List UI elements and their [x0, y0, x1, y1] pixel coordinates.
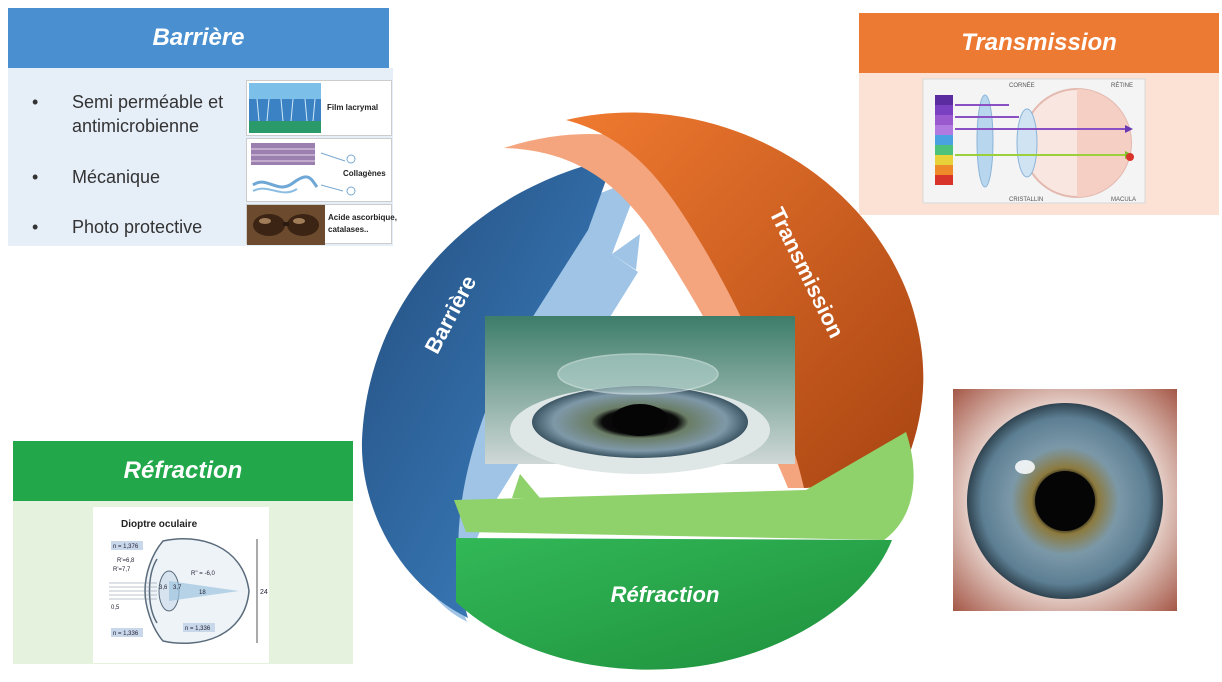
- refraction-ribbon-light: [454, 432, 914, 540]
- macula-label: MACULA: [1111, 197, 1136, 203]
- cornee-label: CORNÉE: [1009, 82, 1035, 89]
- collagen-label: Collagènes: [343, 169, 386, 178]
- transmission-panel-title: Transmission: [961, 29, 1117, 56]
- radius-label-2: R'=7,7: [113, 567, 131, 573]
- bullet-marker: •: [32, 217, 39, 237]
- iris-closeup-photo: [953, 389, 1177, 611]
- transmission-panel-header: Transmission: [859, 13, 1219, 73]
- barriere-panel-header: Barrière: [8, 8, 389, 68]
- tear-film-label: Film lacrymal: [327, 103, 379, 112]
- collagen-thumbnail: Collagènes: [246, 138, 392, 202]
- bullet-text: Semi perméable et: [72, 92, 224, 112]
- refraction-index-vitreous: n = 1,336: [185, 626, 211, 632]
- distance-label-2: 3,6: [159, 585, 168, 591]
- bullet-text: antimicrobienne: [72, 116, 200, 136]
- barriere-panel-body: • Semi perméable et antimicrobienne • Mé…: [8, 68, 397, 246]
- sunglasses-illustration: [247, 205, 325, 245]
- transmission-panel-body: CORNÉE RÉTINE CRISTALLIN MACULA: [859, 73, 1219, 215]
- retine-label: RÉTINE: [1111, 82, 1133, 89]
- distance-label-3: 3,7: [173, 585, 182, 591]
- refraction-index-aqueous: n = 1,336: [113, 631, 139, 637]
- refraction-panel-header: Réfraction: [13, 441, 353, 501]
- sunglasses-label-line1: Acide ascorbique,: [328, 213, 397, 222]
- distance-label-5: 24: [260, 589, 268, 596]
- tear-film-thumbnail: Film lacrymal: [246, 80, 392, 136]
- refraction-panel-title: Réfraction: [123, 457, 243, 484]
- refraction-arrow-tip: [512, 474, 540, 498]
- barriere-arrow-tip: [612, 234, 640, 270]
- dioptre-diagram-title: Dioptre oculaire: [121, 519, 198, 530]
- distance-label-4: 18: [199, 590, 206, 596]
- refraction-index-cornea: n = 1,376: [113, 544, 139, 550]
- cristallin-label: CRISTALLIN: [1009, 197, 1043, 203]
- sunglasses-thumbnail: Acide ascorbique, catalases..: [246, 204, 397, 245]
- radius-label-1: R'=6,8: [117, 558, 135, 564]
- refraction-panel-body: Dioptre oculaire n = 1,376 n = 1,336 n =…: [13, 501, 353, 664]
- transmission-segment: [566, 112, 924, 488]
- radius-label-3: R'' = -6,0: [191, 571, 215, 577]
- light-transmission-diagram: CORNÉE RÉTINE CRISTALLIN MACULA: [922, 78, 1146, 204]
- collagen-illustration: [251, 143, 356, 196]
- refraction-segment: [456, 538, 892, 670]
- bullet-marker: •: [32, 167, 39, 187]
- eye-dioptre-diagram: Dioptre oculaire n = 1,376 n = 1,336 n =…: [93, 507, 269, 663]
- distance-label-1: 0,5: [111, 605, 120, 611]
- central-eye-lens-photo: [485, 316, 795, 474]
- bullet-text: Mécanique: [72, 167, 161, 187]
- tear-film-illustration: [249, 83, 321, 133]
- bullet-marker: •: [32, 92, 39, 112]
- cycle-label-refraction: Réfraction: [611, 582, 720, 607]
- sunglasses-label-line2: catalases..: [328, 225, 369, 234]
- bullet-text: Photo protective: [72, 217, 203, 237]
- barriere-panel-title: Barrière: [152, 24, 245, 51]
